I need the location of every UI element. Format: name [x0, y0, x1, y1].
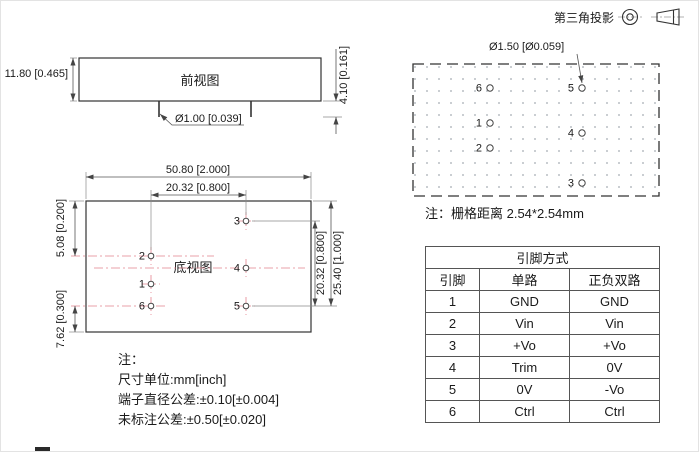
table-row: 2 Vin Vin [425, 312, 660, 335]
table-row: 6 Ctrl Ctrl [425, 400, 660, 423]
pin-table-cell: Vin [479, 312, 570, 335]
pin-table-cell: +Vo [569, 334, 660, 357]
pin-table-cell: GND [479, 290, 570, 313]
pin-table-header-single: 单路 [479, 268, 570, 291]
layout-pin-6-label: 6 [476, 83, 482, 95]
bottom-view-title: 底视图 [173, 260, 212, 275]
pin-6-marker [147, 302, 155, 310]
notes-title: 注： [118, 352, 145, 367]
layout-pins: 6 5 1 4 2 3 [476, 83, 586, 190]
page-edge-mark [35, 447, 50, 451]
note-units: 尺寸单位:mm[inch] [118, 372, 227, 387]
pin-table-cell: -Vo [569, 378, 660, 401]
dim-row-offset: 25.40 [1.000] [332, 231, 344, 295]
table-row: 4 Trim 0V [425, 356, 660, 379]
front-view-pin-length-dimension: 4.10 [0.161] [323, 46, 350, 134]
table-row: 3 +Vo +Vo [425, 334, 660, 357]
third-angle-projection-symbol: 第三角投影 [554, 8, 685, 26]
pin-table-header-dual: 正负双路 [569, 268, 660, 291]
projection-cone-icon [656, 8, 680, 26]
pin-4-marker [242, 264, 250, 272]
pin-table-cell: 6 [425, 400, 480, 423]
dim-pin-diameter: Ø1.00 [0.039] [175, 113, 242, 125]
pin-table: 引脚方式 引脚 单路 正负双路 1 GND GND 2 Vin Vin 3 +V… [425, 246, 660, 423]
table-row: 1 GND GND [425, 290, 660, 313]
pin-table-cell: +Vo [479, 334, 570, 357]
pin-table-cell: Vin [569, 312, 660, 335]
front-view-pin-diameter-callout: Ø1.00 [0.039] [159, 113, 244, 126]
front-view-title: 前视图 [180, 73, 219, 88]
dim-bottom-offset: 7.62 [0.300] [55, 290, 67, 348]
pin-1-marker [147, 280, 155, 288]
pin-table-cell: 4 [425, 356, 480, 379]
bottom-view-pins: 2 1 6 3 4 5 [139, 216, 250, 313]
pin-table-cell: Trim [479, 356, 570, 379]
dim-top-offset: 5.08 [0.200] [55, 199, 67, 257]
note-pin-tolerance: 端子直径公差:±0.10[±0.004] [118, 392, 279, 407]
pin-table-cell: 5 [425, 378, 480, 401]
pin-3-marker [242, 217, 250, 225]
dim-pin-length: 4.10 [0.161] [338, 46, 350, 104]
pin-table-header-pin: 引脚 [425, 268, 480, 291]
pin-6-label: 6 [139, 301, 145, 313]
dim-body-width: 50.80 [2.000] [166, 164, 230, 176]
grid-dots [414, 65, 658, 195]
bottom-view-left-dimensions: 5.08 [0.200] 7.62 [0.300] [55, 199, 84, 348]
pin-table-cell: 0V [479, 378, 570, 401]
dim-pin-span-horizontal: 20.32 [0.800] [166, 182, 230, 194]
layout-pin-1-marker [486, 119, 494, 127]
bottom-view-body [85, 200, 312, 333]
bottom-view: 底视图 [55, 164, 344, 348]
bottom-view-pin-span-dimension: 20.32 [0.800] [150, 182, 247, 250]
pin-table-cell: 3 [425, 334, 480, 357]
pin-table-cell: 2 [425, 312, 480, 335]
pin-hole-layout: Ø1.50 [Ø0.059] 6 5 1 4 2 3 注：栅格距离 2.54*2… [412, 41, 660, 221]
pin-table-cell: 0V [569, 356, 660, 379]
layout-pin-2-label: 2 [476, 143, 482, 155]
front-view-height-dimension: 11.80 [0.465] [5, 57, 77, 102]
bottom-view-right-dimensions: 20.32 [0.800] 25.40 [1.000] [252, 200, 344, 307]
projection-circle-icon [621, 8, 639, 26]
pin-1-label: 1 [139, 279, 145, 291]
pin-table-cell: GND [569, 290, 660, 313]
bottom-view-width-dimension: 50.80 [2.000] [85, 164, 312, 199]
hole-leader-line [576, 53, 584, 84]
pin-table-cell: 1 [425, 290, 480, 313]
layout-pin-1-label: 1 [476, 118, 482, 130]
front-view: 前视图 11.80 [0.465] 4.10 [0.161] Ø1.00 [0.… [5, 46, 350, 134]
dim-pin-span-vertical: 20.32 [0.800] [315, 231, 327, 295]
pin-4-label: 4 [234, 263, 240, 275]
layout-outline [412, 63, 660, 197]
layout-pin-2-marker [486, 144, 494, 152]
table-row: 5 0V -Vo [425, 378, 660, 401]
layout-pin-3-label: 3 [568, 178, 574, 190]
dim-body-height: 11.80 [0.465] [5, 68, 68, 80]
layout-pin-6-marker [486, 84, 494, 92]
pin-table-title: 引脚方式 [425, 246, 660, 269]
layout-pin-3-marker [578, 179, 586, 187]
pin-2-label: 2 [139, 251, 145, 263]
pin-3-label: 3 [234, 216, 240, 228]
pin-table-cell: Ctrl [569, 400, 660, 423]
layout-pin-5-marker [578, 84, 586, 92]
projection-label: 第三角投影 [554, 10, 614, 25]
pin-5-label: 5 [234, 301, 240, 313]
pin-2-marker [147, 252, 155, 260]
layout-pin-4-marker [578, 129, 586, 137]
grid-note: 注：栅格距离 2.54*2.54mm [425, 206, 584, 221]
projection-inner-circle-icon [626, 13, 634, 21]
dim-hole-diameter: Ø1.50 [Ø0.059] [489, 41, 564, 53]
layout-pin-4-label: 4 [568, 128, 574, 140]
front-view-body [78, 57, 322, 102]
note-other-tolerance: 未标注公差:±0.50[±0.020] [118, 412, 266, 427]
notes-block: 注： 尺寸单位:mm[inch] 端子直径公差:±0.10[±0.004] 未标… [118, 350, 279, 430]
pin-table-cell: Ctrl [479, 400, 570, 423]
layout-pin-5-label: 5 [568, 83, 574, 95]
pin-5-marker [242, 302, 250, 310]
